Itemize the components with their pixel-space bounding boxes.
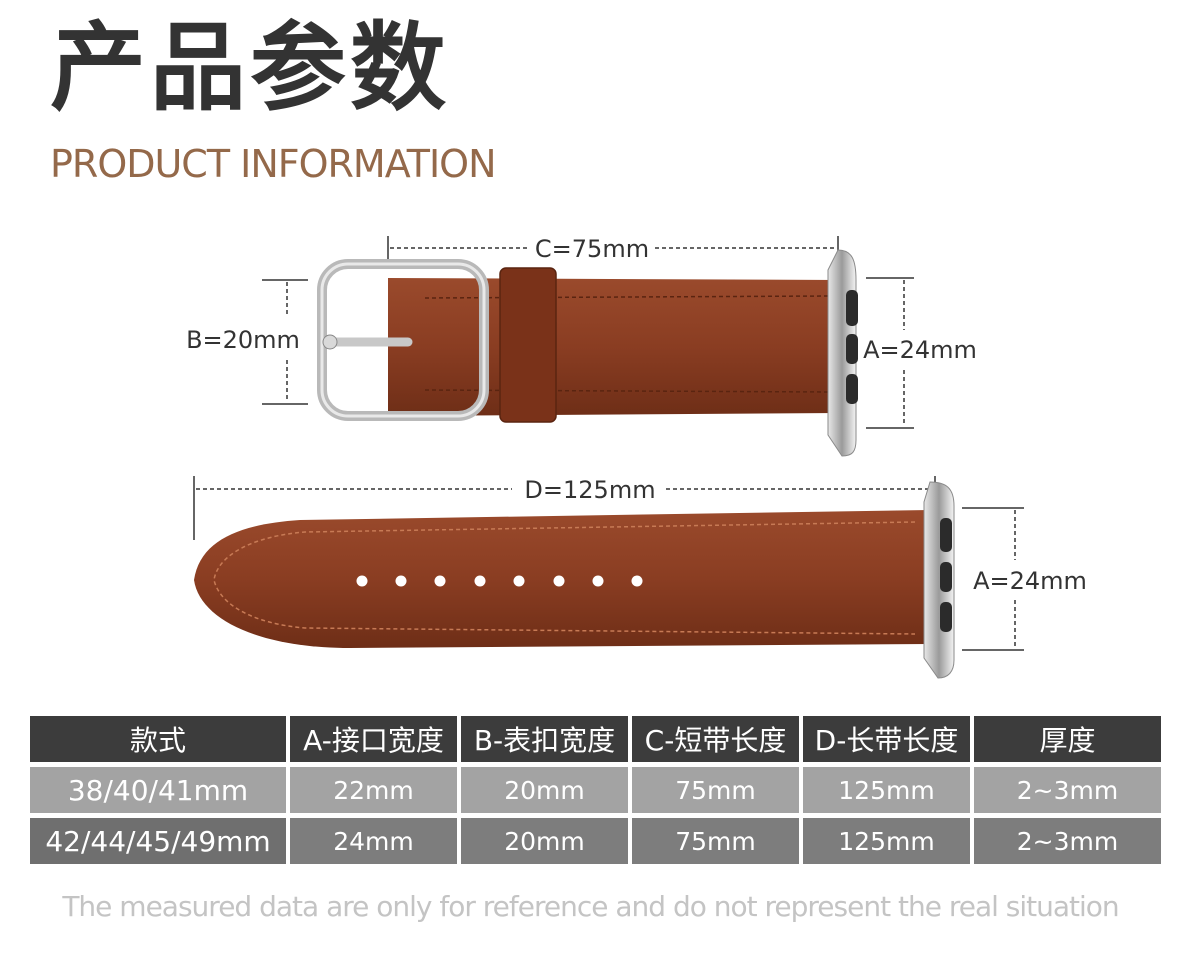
cell-a: 22mm: [290, 767, 461, 818]
dim-a-bottom-label: A=24mm: [973, 567, 1087, 595]
header-b: B-表扣宽度: [461, 716, 632, 767]
dim-a-top-label: A=24mm: [863, 336, 977, 364]
table-header-row: 款式 A-接口宽度 B-表扣宽度 C-短带长度 D-长带长度 厚度: [30, 716, 1161, 767]
table-row: 42/44/45/49mm 24mm 20mm 75mm 125mm 2~3mm: [30, 818, 1161, 869]
cell-d: 125mm: [803, 767, 974, 818]
short-strap: C=75mm B=20mm A=24mm: [186, 235, 977, 457]
cell-model: 42/44/45/49mm: [30, 818, 290, 869]
cell-thickness: 2~3mm: [974, 818, 1161, 869]
strap-holes: [356, 575, 643, 587]
header-d: D-长带长度: [803, 716, 974, 767]
header-c: C-短带长度: [632, 716, 803, 767]
header-thickness: 厚度: [974, 716, 1161, 767]
strap-diagram: C=75mm B=20mm A=24mm: [186, 235, 1087, 679]
cell-c: 75mm: [632, 818, 803, 869]
cell-a: 24mm: [290, 818, 461, 869]
cell-model: 38/40/41mm: [30, 767, 290, 818]
dim-c-label: C=75mm: [535, 235, 649, 263]
dim-d-label: D=125mm: [524, 476, 655, 504]
dim-b-label: B=20mm: [186, 326, 300, 354]
table-row: 38/40/41mm 22mm 20mm 75mm 125mm 2~3mm: [30, 767, 1161, 818]
cell-thickness: 2~3mm: [974, 767, 1161, 818]
spec-table: 款式 A-接口宽度 B-表扣宽度 C-短带长度 D-长带长度 厚度 38/40/…: [30, 716, 1161, 869]
disclaimer-note: The measured data are only for reference…: [62, 890, 1119, 923]
cell-b: 20mm: [461, 767, 632, 818]
cell-b: 20mm: [461, 818, 632, 869]
cell-c: 75mm: [632, 767, 803, 818]
header-a: A-接口宽度: [290, 716, 461, 767]
header-style: 款式: [30, 716, 290, 767]
cell-d: 125mm: [803, 818, 974, 869]
page-title: 产品参数: [50, 12, 450, 124]
long-strap: D=125mm A=24mm: [193, 476, 1087, 679]
page-subtitle: PRODUCT INFORMATION: [50, 142, 497, 186]
